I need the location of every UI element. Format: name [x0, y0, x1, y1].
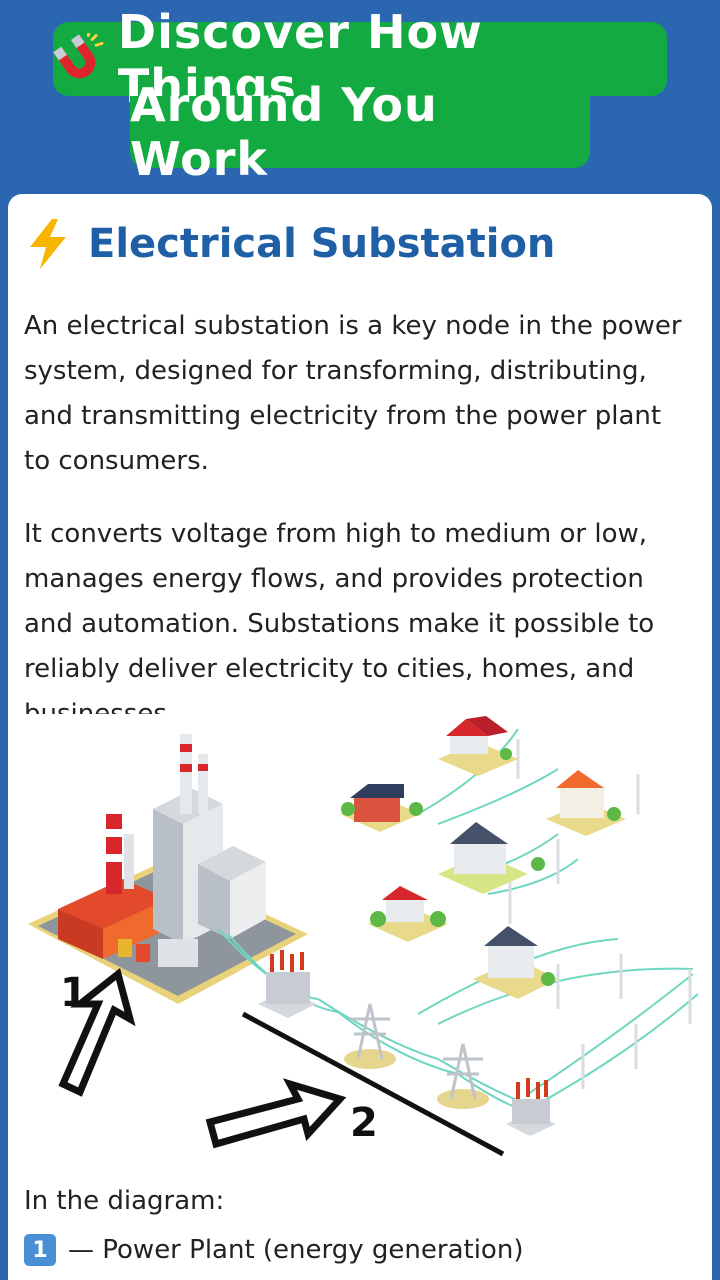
- substation-2-illustration: [506, 1078, 556, 1136]
- article-title: Electrical Substation: [26, 216, 555, 272]
- houses-illustration: [340, 716, 626, 999]
- substation-1-illustration: [258, 950, 316, 1018]
- app-header: Discover How Things Around You Work: [0, 0, 720, 200]
- header-title-text-2: Around You Work: [130, 78, 438, 186]
- pylon-illustration: [344, 1003, 489, 1109]
- article-paragraph-1: An electrical substation is a key node i…: [24, 311, 682, 476]
- diagram-label-2: 2: [350, 1100, 378, 1146]
- magnet-icon: [53, 33, 104, 79]
- diagram-label-1: 1: [60, 970, 88, 1016]
- legend-intro: In the diagram:: [24, 1186, 225, 1216]
- article-title-text: Electrical Substation: [88, 221, 556, 267]
- legend-item-1: 1 — Power Plant (energy generation): [24, 1234, 523, 1266]
- header-title-line-2: Around You Work: [130, 78, 590, 186]
- article-card: Electrical Substation An electrical subs…: [8, 194, 712, 1280]
- lightning-bolt-icon: [30, 219, 66, 269]
- keycap-1-icon: 1: [24, 1234, 56, 1266]
- power-plant-illustration: [28, 734, 308, 1004]
- arrow-2-icon: [205, 1078, 347, 1149]
- legend-item-text: — Power Plant (energy generation): [68, 1235, 524, 1265]
- article-paragraph-2: It converts voltage from high to medium …: [24, 519, 655, 729]
- power-grid-diagram: 1 2: [18, 714, 700, 1159]
- arrow-1-icon: [58, 967, 136, 1097]
